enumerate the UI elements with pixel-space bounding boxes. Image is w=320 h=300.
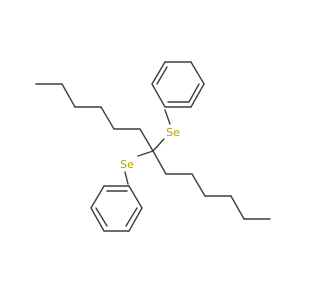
bond xyxy=(151,83,166,108)
bond xyxy=(128,207,143,232)
bond xyxy=(230,195,245,220)
bond xyxy=(152,138,165,152)
selenium-atom-label: Se xyxy=(120,158,134,171)
bond xyxy=(164,109,171,125)
bond xyxy=(152,150,167,175)
bond xyxy=(151,61,166,85)
bond xyxy=(100,106,115,130)
bond xyxy=(90,207,105,232)
bond-lines xyxy=(35,61,271,232)
bond xyxy=(61,83,76,108)
bond xyxy=(156,66,168,85)
bond xyxy=(191,173,206,197)
bond xyxy=(95,207,108,227)
selenium-atom-label: Se xyxy=(166,126,180,139)
molecule-structure: Se Se xyxy=(35,61,271,232)
bond xyxy=(188,83,200,103)
atom-labels: Se Se xyxy=(120,126,180,171)
bond xyxy=(128,185,143,209)
bond xyxy=(125,207,138,227)
bond xyxy=(190,61,205,85)
bond xyxy=(124,171,129,185)
bond xyxy=(137,150,154,157)
bond xyxy=(139,128,154,152)
bond xyxy=(190,83,205,108)
bond xyxy=(90,185,105,209)
